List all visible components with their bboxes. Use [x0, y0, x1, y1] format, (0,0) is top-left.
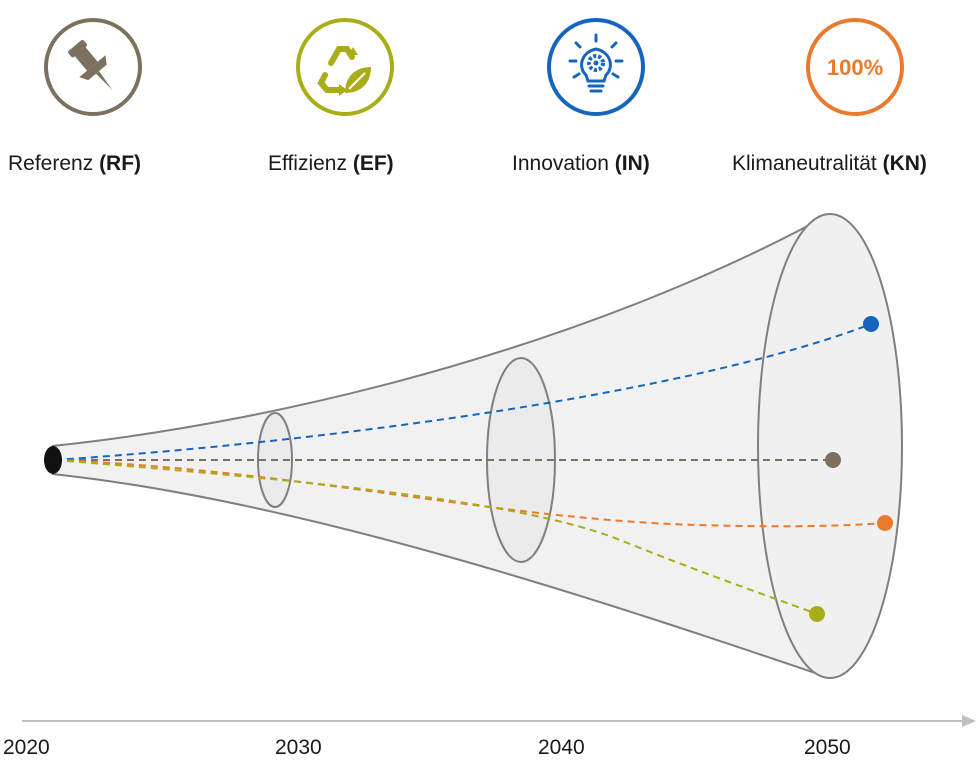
scenario-icon-ef: [295, 17, 395, 117]
scenario-name: Innovation: [512, 152, 609, 175]
start-point-2020: [44, 446, 62, 474]
scenario-label-kn: Klimaneutralität (KN): [732, 152, 927, 176]
cross-section-2040: [486, 357, 556, 563]
hundred-percent-icon: 100%: [806, 18, 904, 116]
scenario-code: (EF): [352, 152, 394, 175]
scenario-name: Referenz: [8, 152, 94, 175]
scenario-icon-kn: 100%: [805, 17, 905, 117]
scenario-name: Effizienz: [268, 152, 347, 175]
funnel-lower-edge: [51, 473, 831, 679]
cross-section-2050: [757, 213, 903, 679]
path-ef: [54, 459, 818, 615]
scenario-label-ef: Effizienz (EF): [268, 152, 394, 176]
scenario-label-in: Innovation (IN): [512, 152, 650, 176]
endpoint-ef: [809, 606, 825, 622]
scenario-name: Klimaneutralität: [732, 152, 877, 175]
scenario-code: (KN): [882, 152, 927, 175]
year-label-2050: 2050: [804, 736, 851, 759]
path-in: [54, 323, 872, 461]
endpoint-kn: [877, 515, 893, 531]
scenario-code: (RF): [99, 152, 142, 175]
year-label-2020: 2020: [3, 736, 50, 759]
endpoint-in: [863, 316, 879, 332]
funnel-body: [52, 214, 830, 678]
path-kn: [54, 459, 886, 528]
kn-icon-text: 100%: [827, 55, 883, 80]
scenario-label-rf: Referenz (RF): [8, 152, 141, 176]
scenario-icon-in: [546, 17, 646, 117]
recycle-leaf-icon: [296, 18, 394, 116]
funnel-upper-edge: [51, 213, 831, 447]
scenario-icon-rf: [43, 17, 143, 117]
endpoint-rf: [825, 452, 841, 468]
lightbulb-gear-icon: [547, 18, 645, 116]
year-label-2030: 2030: [275, 736, 322, 759]
year-label-2040: 2040: [538, 736, 585, 759]
scenario-code: (IN): [614, 152, 650, 175]
pushpin-icon: [44, 18, 142, 116]
